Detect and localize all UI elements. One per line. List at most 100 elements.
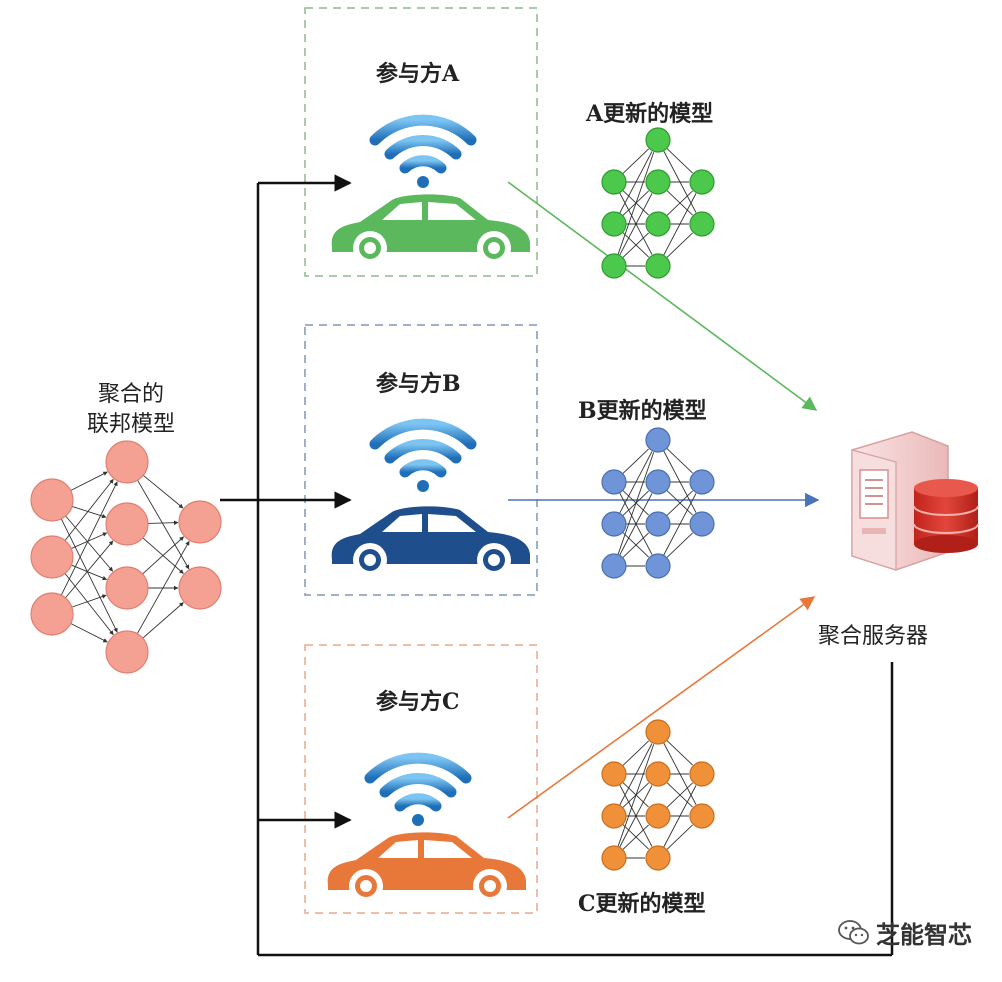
watermark: 芝能智芯	[838, 915, 972, 950]
participant-c-box	[304, 644, 538, 914]
global-model-label-line1: 聚合的	[97, 382, 164, 407]
nn-node	[645, 169, 671, 195]
nn-edge	[666, 489, 693, 516]
nn-edge	[666, 147, 693, 174]
wechat-icon	[838, 919, 869, 944]
nn-edge	[666, 782, 693, 809]
nn-edge	[619, 451, 653, 514]
nn-edge	[622, 824, 649, 851]
nn-node	[645, 427, 671, 453]
nn-node	[645, 253, 671, 279]
nn-edge	[619, 193, 653, 256]
nn-edge	[65, 540, 114, 599]
nn-edge	[136, 540, 190, 634]
watermark-text: 芝能智芯	[876, 921, 972, 949]
nn-edge	[663, 785, 697, 848]
nn-node	[689, 211, 715, 237]
nn-edge	[622, 231, 649, 258]
database-icon	[913, 479, 979, 553]
global-model-network	[30, 440, 222, 674]
car-icon-a	[331, 194, 530, 265]
nn-edge	[622, 448, 649, 475]
server-label: 聚合服务器	[818, 624, 929, 649]
nn-edge	[70, 471, 108, 491]
nn-edge	[60, 481, 118, 596]
nn-node	[601, 553, 627, 579]
nn-edge	[70, 623, 108, 643]
nn-edge	[617, 452, 655, 555]
car-icon-b	[331, 506, 530, 577]
nn-node	[689, 469, 715, 495]
nn-edge	[64, 478, 114, 541]
wifi-icon	[369, 114, 477, 188]
nn-edge	[666, 532, 693, 559]
nn-node	[601, 845, 627, 871]
nn-edge	[71, 564, 108, 581]
model-b-network	[601, 427, 715, 579]
nn-node	[645, 719, 671, 745]
nn-edge	[147, 520, 179, 525]
nn-edge	[64, 573, 114, 636]
nn-node	[689, 803, 715, 829]
nn-edge	[617, 152, 655, 255]
nn-node	[645, 511, 671, 537]
nn-edge	[622, 740, 649, 767]
nn-edge	[666, 490, 693, 517]
nn-node	[178, 566, 222, 610]
nn-node	[601, 211, 627, 237]
nn-edge	[666, 447, 693, 474]
participant-a-label: 参与方A	[376, 61, 460, 87]
nn-node	[30, 535, 74, 579]
nn-node	[645, 761, 671, 787]
nn-node	[689, 761, 715, 787]
nn-edge	[65, 515, 114, 572]
nn-edge	[71, 532, 108, 549]
nn-edge	[666, 824, 693, 851]
participant-a-box	[304, 7, 538, 277]
nn-node	[645, 803, 671, 829]
upload-arrow-c	[507, 596, 816, 819]
nn-node	[601, 761, 627, 787]
nn-node	[645, 469, 671, 495]
model-a-label: A更新的模型	[586, 101, 714, 127]
nn-node	[601, 511, 627, 537]
nn-edge	[666, 739, 693, 766]
nn-edge	[619, 151, 653, 214]
nn-edge	[663, 493, 697, 556]
nn-node	[105, 502, 149, 546]
nn-node	[105, 566, 149, 610]
nn-edge	[619, 785, 653, 848]
nn-edge	[622, 189, 649, 216]
nn-edge	[622, 532, 649, 559]
nn-edge	[142, 602, 184, 639]
nn-edge	[622, 232, 649, 259]
model-c-network	[601, 719, 715, 871]
nn-edge	[619, 743, 653, 806]
nn-node	[601, 803, 627, 829]
participant-c-label: 参与方C	[376, 689, 460, 715]
nn-node	[30, 478, 74, 522]
nn-edge	[622, 781, 649, 808]
wifi-icon	[364, 752, 472, 826]
nn-node	[601, 169, 627, 195]
nn-edge	[60, 518, 118, 633]
nn-edge	[619, 493, 653, 556]
nn-edge	[666, 232, 693, 259]
nn-edge	[617, 744, 655, 847]
nn-node	[645, 845, 671, 871]
nn-node	[105, 440, 149, 484]
nn-edge	[142, 474, 184, 509]
car-icon-c	[327, 832, 526, 903]
nn-node	[689, 169, 715, 195]
nn-node	[178, 500, 222, 544]
nn-edge	[137, 479, 190, 570]
nn-edge	[666, 781, 693, 808]
model-a-network	[601, 127, 715, 279]
nn-edge	[622, 823, 649, 850]
nn-node	[30, 592, 74, 636]
nn-edge	[666, 189, 693, 216]
nn-node	[645, 127, 671, 153]
participant-b-label: 参与方B	[376, 371, 461, 397]
participant-b-box	[304, 324, 538, 596]
